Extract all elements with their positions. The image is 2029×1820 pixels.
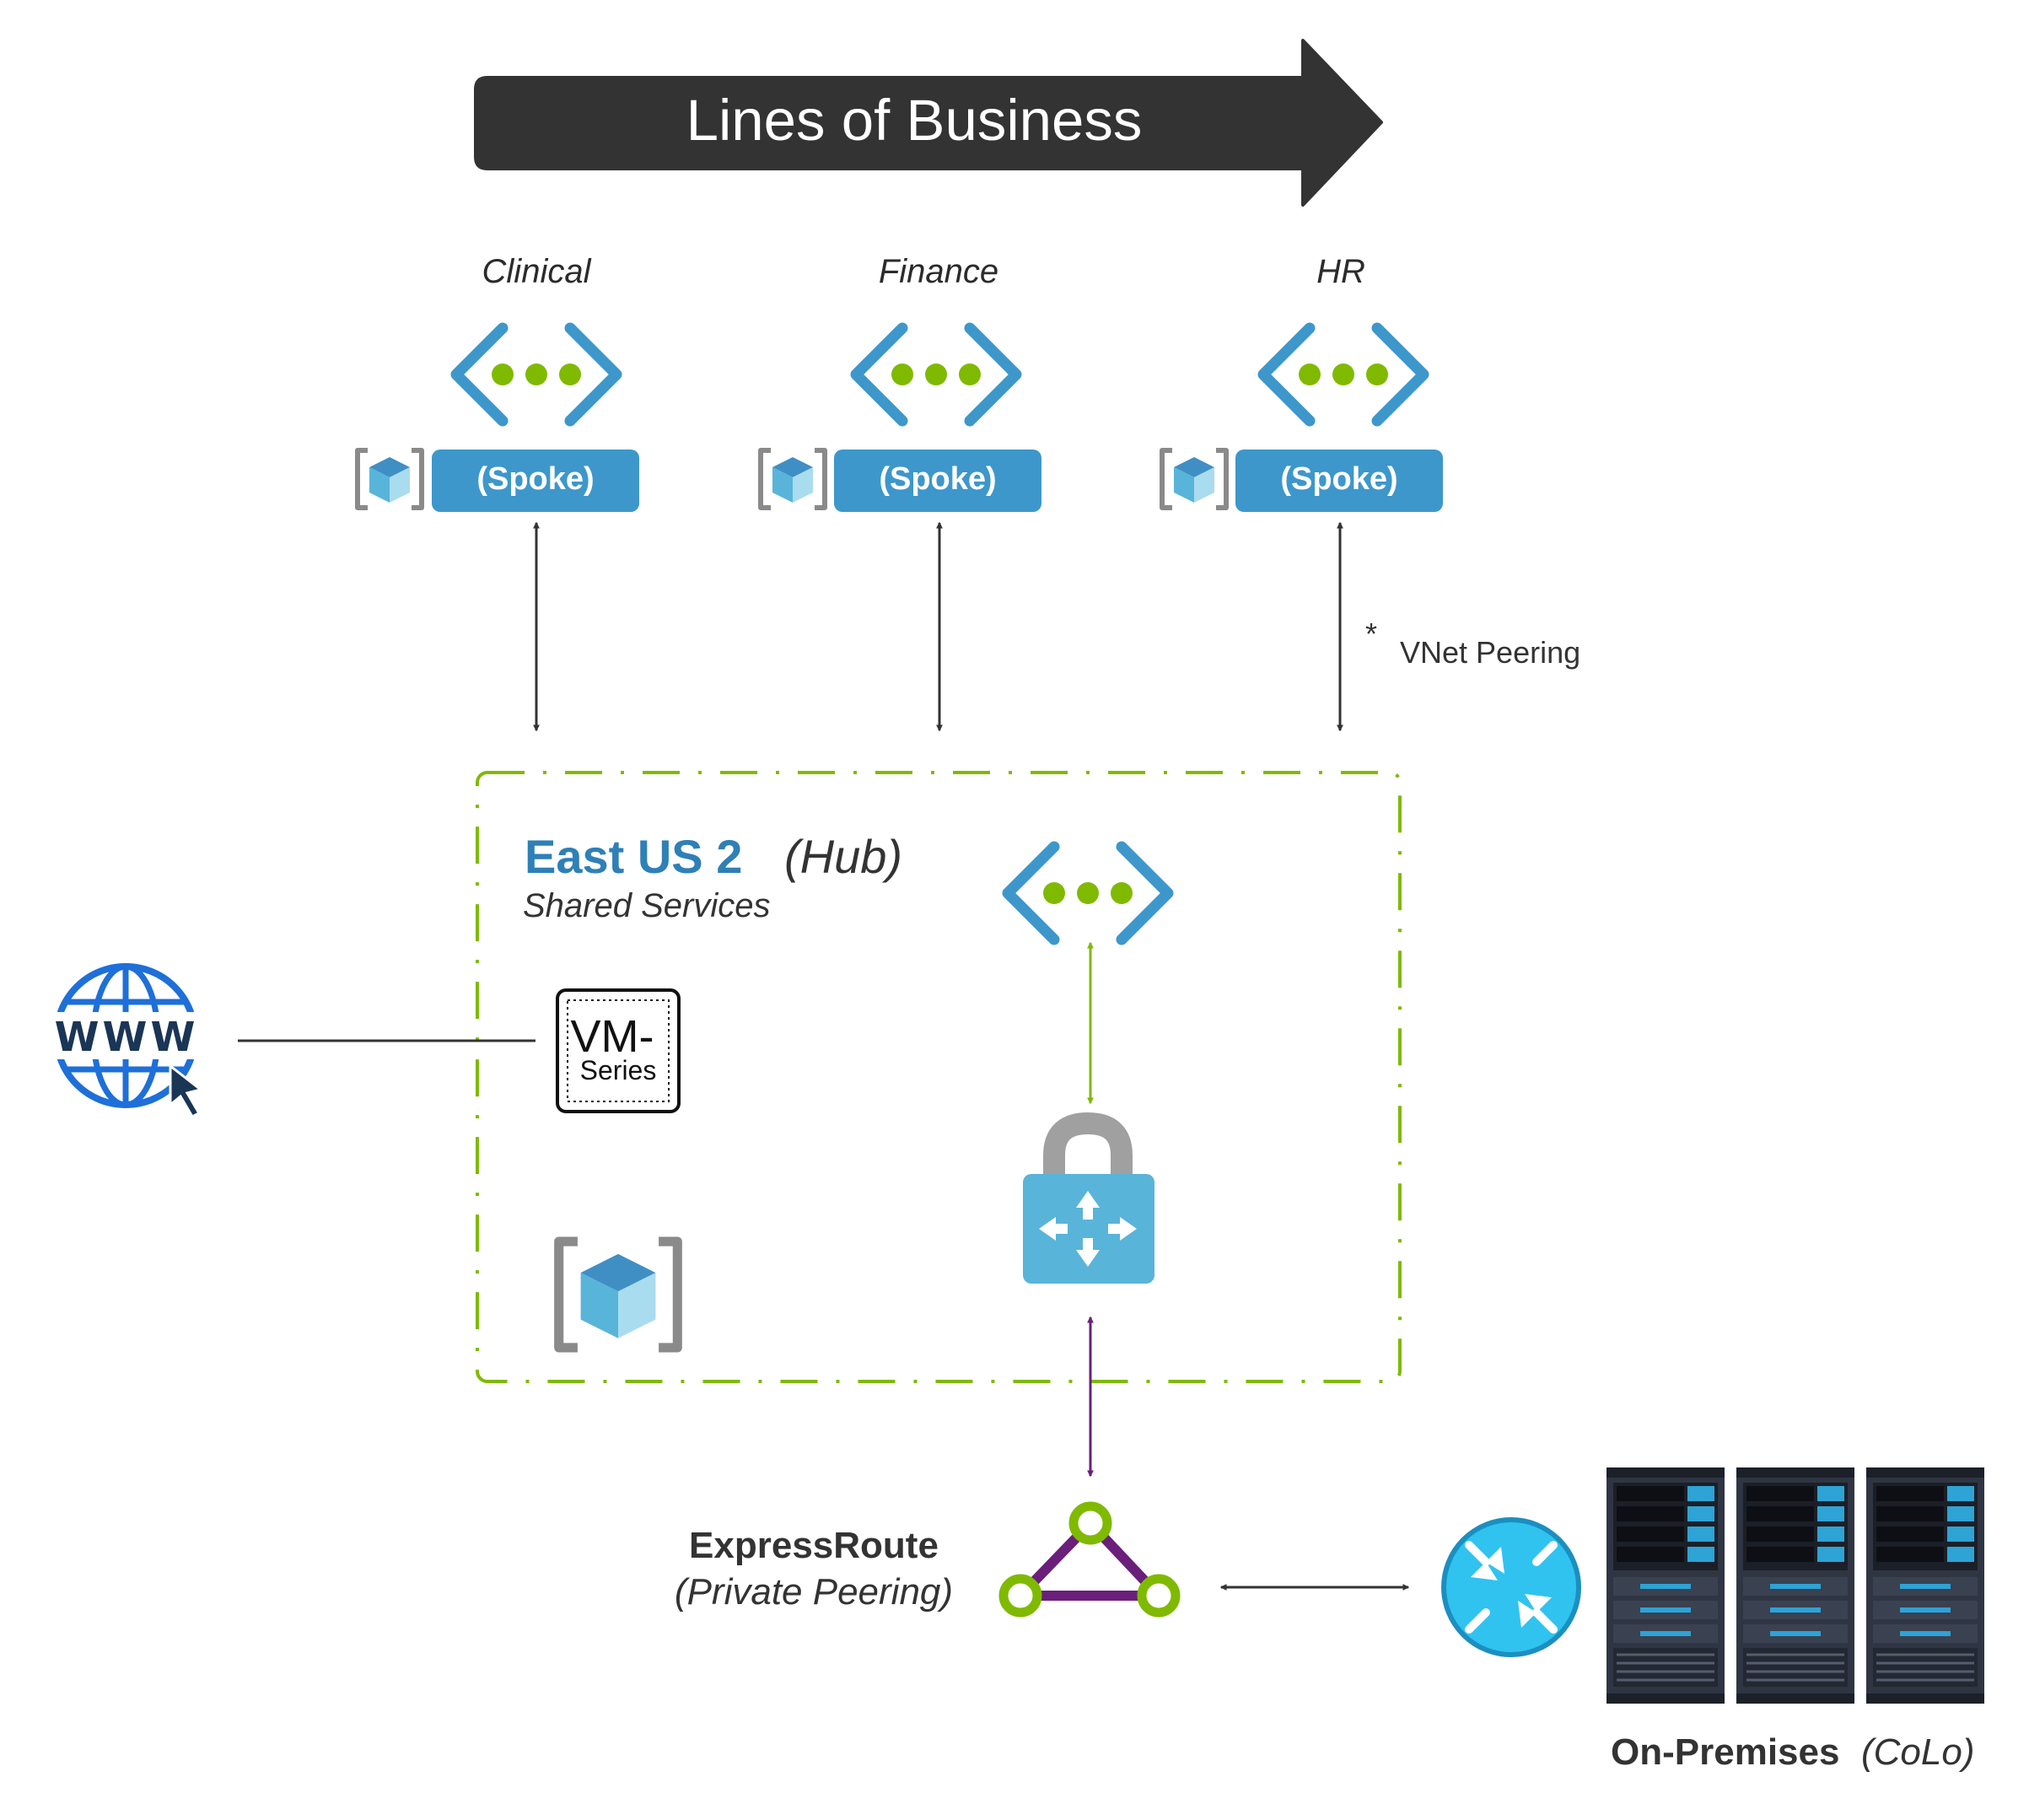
onprem-title: On-Premises [1611, 1731, 1839, 1773]
expressroute-subtitle: (Private Peering) [675, 1571, 953, 1613]
hub-vnet-icon [1008, 847, 1168, 940]
resource-group-icon [1162, 450, 1226, 508]
spoke-badge-label: (Spoke) [879, 461, 996, 497]
hub-resource-group-icon [559, 1241, 678, 1348]
vnet-icon [1263, 328, 1424, 421]
globe-www-icon: WWW [44, 963, 207, 1108]
www-label: WWW [55, 1014, 199, 1061]
lines-of-business-title: Lines of Business [686, 88, 1143, 153]
spoke-badge [1235, 450, 1443, 512]
resource-group-icon [761, 450, 825, 508]
lines-of-business-arrow [474, 39, 1383, 207]
vnet-icon [456, 328, 616, 421]
server-rack-icon [1865, 1466, 1986, 1705]
resource-group-icon [358, 450, 422, 508]
onprem-title-text: On-Premises [1611, 1731, 1839, 1773]
vm-series-line1: VM- [571, 1011, 654, 1062]
business-unit-label: Clinical [482, 253, 592, 290]
hub-boundary [476, 771, 1402, 1383]
server-rack-icon [1735, 1466, 1856, 1705]
vnet-icon [856, 328, 1016, 421]
vpn-gateway-icon [1023, 1112, 1154, 1284]
business-unit-label: HR [1316, 253, 1365, 290]
peering-label: VNet Peering [1400, 635, 1580, 670]
hub-subtitle: Shared Services [523, 887, 770, 924]
server-rack-icon [1605, 1466, 1726, 1705]
spoke-hr: HR (Spoke) [1162, 253, 1443, 732]
spoke-badge-label: (Spoke) [1280, 461, 1397, 497]
vm-series-line2: Series [580, 1055, 657, 1085]
cursor-icon [169, 1063, 204, 1118]
expressroute-icon [998, 1501, 1181, 1618]
router-icon [1441, 1517, 1581, 1657]
hub-role-label: (Hub) [784, 830, 902, 883]
spoke-clinical: Clinical (Spoke) [358, 253, 639, 732]
onprem-subtitle: (CoLo) [1861, 1731, 1975, 1773]
spoke-badge [432, 450, 639, 512]
business-unit-label: Finance [879, 253, 998, 290]
peering-asterisk: * [1365, 617, 1377, 651]
hub-region-title: East US 2 [525, 830, 742, 883]
spoke-badge [834, 450, 1041, 512]
spoke-badge-label: (Spoke) [476, 461, 594, 497]
vm-series-firewall: VM- Series [556, 988, 681, 1113]
spoke-finance: Finance (Spoke) [761, 253, 1041, 732]
expressroute-title: ExpressRoute [689, 1525, 939, 1566]
